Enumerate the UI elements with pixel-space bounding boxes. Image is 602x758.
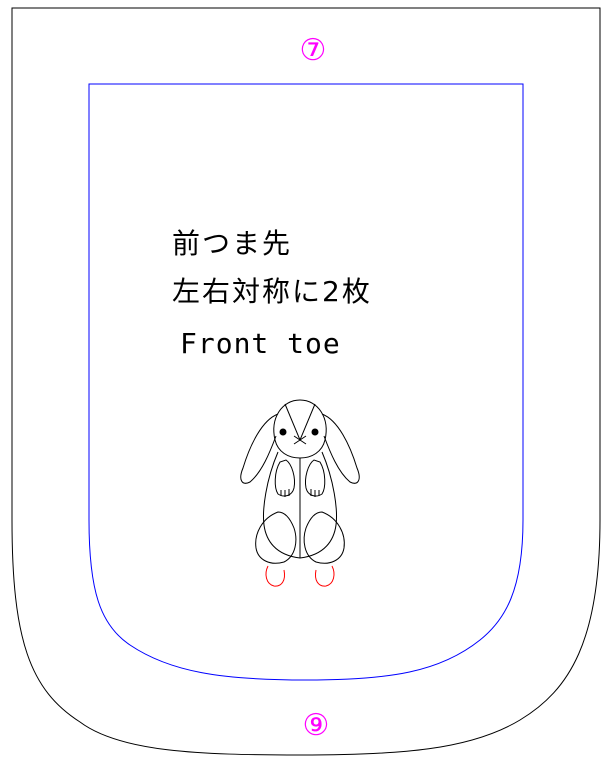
bunny-left-eye	[279, 428, 287, 436]
bunny-right-leg	[303, 511, 345, 564]
bunny-left-leg	[255, 511, 297, 564]
bunny-right-ear	[321, 413, 360, 484]
bunny-left-ear	[240, 413, 279, 484]
bunny-nose	[293, 435, 307, 445]
part-name-jp: 前つま先	[172, 227, 293, 260]
bunny-right-foot	[315, 565, 335, 587]
part-name-en: Front toe	[180, 327, 341, 360]
marker-bottom: ⑨	[303, 708, 330, 743]
marker-top: ⑦	[300, 33, 327, 68]
bunny-left-foot	[265, 565, 285, 587]
stitch-line	[88, 83, 524, 681]
bunny-illustration	[240, 399, 360, 587]
bunny-head	[273, 399, 327, 459]
outer-cut-line	[11, 7, 601, 756]
bunny-head-seam	[284, 403, 316, 442]
bunny-right-eye	[311, 428, 319, 436]
cut-instruction-jp: 左右対称に2枚	[172, 275, 372, 308]
